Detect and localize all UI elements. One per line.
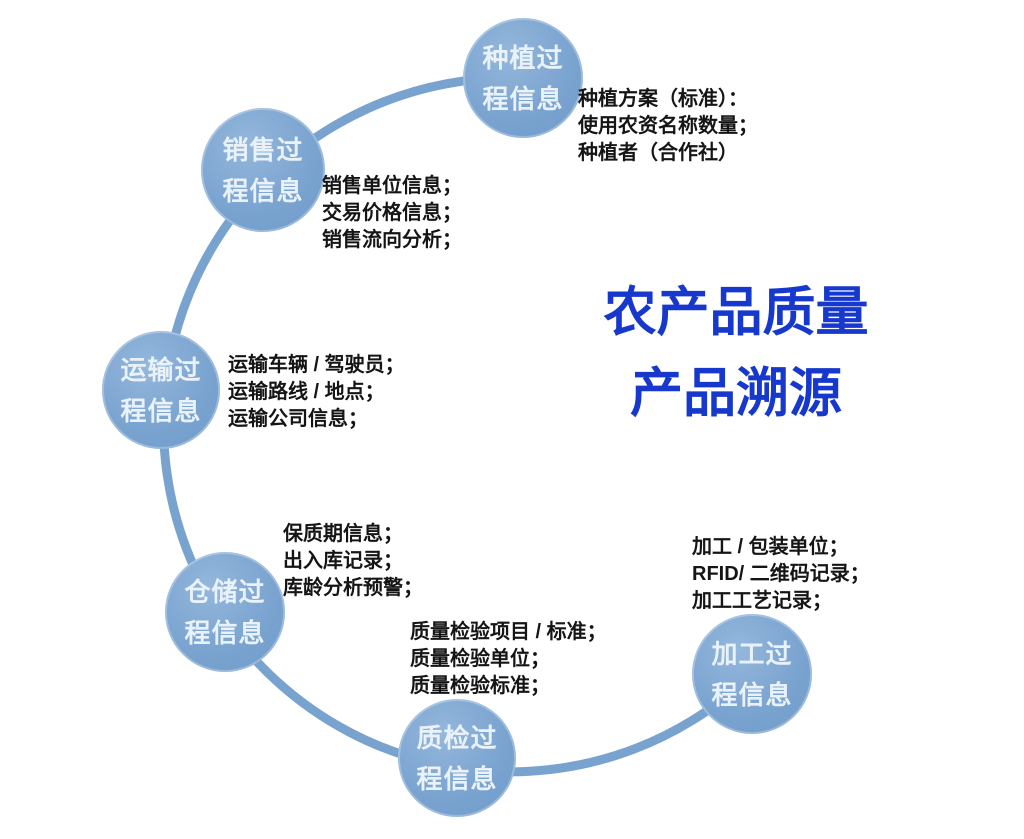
annotation-line: 销售单位信息； (322, 175, 462, 197)
annotation-line: 种植者（合作社） (578, 142, 738, 164)
annotation-line: 质量检验标准； (410, 675, 550, 697)
node-planting-label-line2: 程信息 (482, 83, 564, 114)
node-processing-label-line1: 加工过 (711, 638, 793, 669)
node-sales-label-line2: 程信息 (222, 175, 304, 206)
diagram-title: 农产品质量 产品溯源 (588, 286, 884, 420)
annotation-planting: 种植方案（标准）： 使用农资名称数量； 种植者（合作社） (578, 86, 758, 167)
annotation-line: 质量检验项目 / 标准； (410, 621, 607, 643)
annotation-transport: 运输车辆 / 驾驶员； 运输路线 / 地点； 运输公司信息； (228, 352, 405, 433)
annotation-line: 销售流向分析； (322, 229, 462, 251)
node-inspection-label-line2: 程信息 (416, 763, 498, 794)
node-transport: 运输过 程信息 (102, 331, 220, 449)
node-sales: 销售过 程信息 (201, 108, 325, 232)
node-warehouse-label-line1: 仓储过 (184, 576, 266, 607)
annotation-line: 加工 / 包装单位； (692, 536, 849, 558)
node-warehouse: 仓储过 程信息 (165, 552, 285, 672)
annotation-sales: 销售单位信息； 交易价格信息； 销售流向分析； (322, 173, 462, 254)
annotation-line: 质量检验单位； (410, 648, 550, 670)
annotation-line: 运输公司信息； (228, 408, 368, 430)
node-processing-label-line2: 程信息 (711, 679, 793, 710)
annotation-warehouse: 保质期信息； 出入库记录； 库龄分析预警； (283, 521, 423, 602)
node-inspection-label-line1: 质检过 (416, 722, 498, 753)
annotation-line: 出入库记录； (283, 550, 403, 572)
annotation-processing: 加工 / 包装单位； RFID/ 二维码记录； 加工工艺记录； (692, 534, 870, 615)
annotation-line: 交易价格信息； (322, 202, 462, 224)
node-inspection: 质检过 程信息 (398, 699, 516, 817)
node-planting-label-line1: 种植过 (482, 42, 564, 73)
annotation-line: 使用农资名称数量； (578, 115, 758, 137)
node-transport-label-line1: 运输过 (120, 354, 202, 385)
node-processing: 加工过 程信息 (692, 614, 812, 734)
annotation-line: 库龄分析预警； (283, 577, 423, 599)
annotation-line: 运输路线 / 地点； (228, 381, 385, 403)
annotation-line: 加工工艺记录； (692, 590, 832, 612)
diagram-title-line1: 农产品质量 (603, 283, 869, 342)
annotation-line: 运输车辆 / 驾驶员； (228, 354, 405, 376)
node-transport-label-line2: 程信息 (120, 395, 202, 426)
annotation-line: 保质期信息； (283, 523, 403, 545)
annotation-line: 种植方案（标准）： (578, 88, 748, 110)
node-warehouse-label-line2: 程信息 (184, 617, 266, 648)
annotation-inspection: 质量检验项目 / 标准； 质量检验单位； 质量检验标准； (410, 619, 607, 700)
annotation-line: RFID/ 二维码记录； (692, 563, 870, 585)
node-sales-label-line1: 销售过 (222, 134, 304, 165)
diagram-title-line2: 产品溯源 (630, 364, 842, 423)
node-planting: 种植过 程信息 (463, 18, 583, 138)
